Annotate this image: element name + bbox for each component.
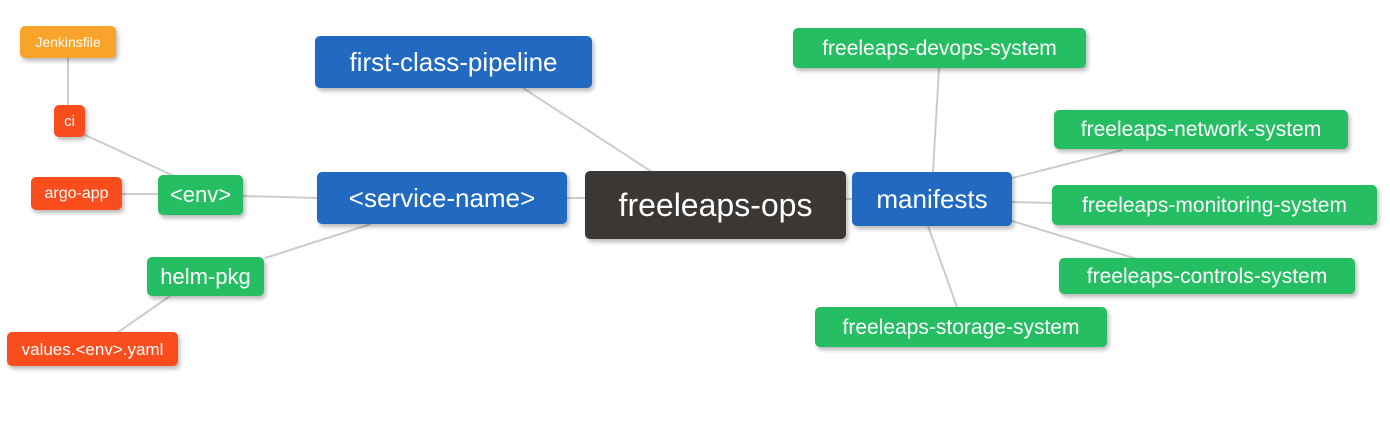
- node-argo-app[interactable]: argo-app: [31, 177, 122, 210]
- edge-service-name-helm-pkg: [264, 223, 372, 259]
- edge-env-service-name: [242, 195, 318, 199]
- node-service-name[interactable]: <service-name>: [317, 172, 567, 224]
- edge-helm-pkg-values: [116, 295, 171, 334]
- node-freeleaps-ops-root[interactable]: freeleaps-ops: [585, 171, 846, 239]
- node-jenkinsfile[interactable]: Jenkinsfile: [20, 26, 116, 58]
- node-freeleaps-network-system[interactable]: freeleaps-network-system: [1054, 110, 1348, 149]
- edge-ci-env: [82, 133, 175, 177]
- node-first-class-pipeline[interactable]: first-class-pipeline: [315, 36, 592, 88]
- node-helm-pkg[interactable]: helm-pkg: [147, 257, 264, 296]
- edge-manifests-network: [1011, 149, 1123, 179]
- node-env[interactable]: <env>: [158, 175, 243, 215]
- node-freeleaps-monitoring-system[interactable]: freeleaps-monitoring-system: [1052, 185, 1377, 225]
- node-freeleaps-devops-system[interactable]: freeleaps-devops-system: [793, 28, 1086, 68]
- node-freeleaps-controls-system[interactable]: freeleaps-controls-system: [1059, 258, 1355, 294]
- node-values-env-yaml[interactable]: values.<env>.yaml: [7, 332, 178, 366]
- node-manifests[interactable]: manifests: [852, 172, 1012, 226]
- edge-manifests-devops: [932, 67, 940, 173]
- edge-manifests-monitoring: [1011, 201, 1053, 204]
- node-freeleaps-storage-system[interactable]: freeleaps-storage-system: [815, 307, 1107, 347]
- edge-pipeline-root: [522, 87, 653, 173]
- node-ci[interactable]: ci: [54, 105, 85, 137]
- edge-manifests-controls: [1011, 220, 1138, 260]
- edge-manifests-storage: [927, 225, 958, 308]
